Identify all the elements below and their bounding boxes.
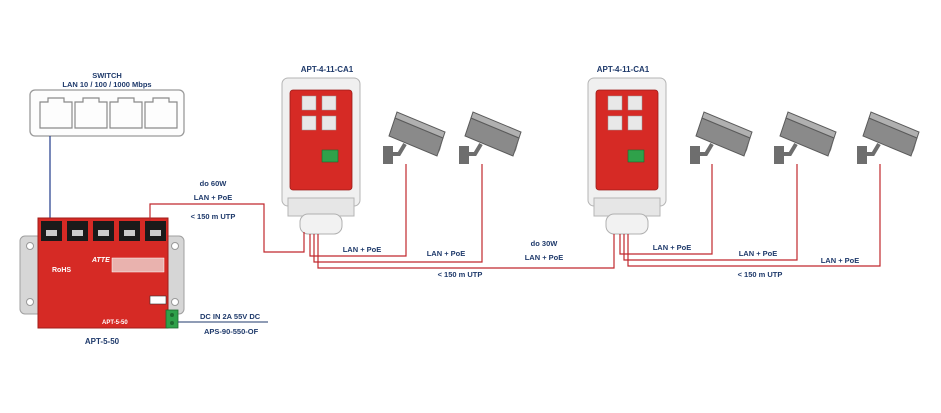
- cctv-camera-icon: [772, 110, 838, 166]
- power-supply-model: APS-90-550-OF: [204, 327, 259, 336]
- link2-distance: < 150 m UTP: [438, 270, 483, 279]
- rohs-label: RoHS: [52, 267, 71, 274]
- switch: SWITCH LAN 10 / 100 / 1000 Mbps: [29, 71, 185, 137]
- extender-left-name: APT-4-11-CA1: [301, 65, 354, 74]
- right-cam2-link: LAN + PoE: [739, 249, 778, 258]
- link2-power: do 30W: [531, 239, 559, 248]
- injector-board-text: APT-5-50: [102, 320, 128, 326]
- cctv-camera-icon: [381, 110, 447, 166]
- switch-subtitle: LAN 10 / 100 / 1000 Mbps: [62, 80, 151, 89]
- extender-right: APT-4-11-CA1: [587, 65, 667, 235]
- right-cam3-link: LAN + PoE: [821, 256, 860, 265]
- rj45-port-icon: [39, 97, 178, 129]
- cctv-camera-icon: [688, 110, 754, 166]
- extender-right-name: APT-4-11-CA1: [597, 65, 650, 74]
- link1-distance: < 150 m UTP: [191, 212, 236, 221]
- dc-connector: [165, 309, 179, 329]
- link1-signal: LAN + PoE: [194, 193, 233, 202]
- left-cam1-link: LAN + PoE: [343, 245, 382, 254]
- left-cam2-link: LAN + PoE: [427, 249, 466, 258]
- cctv-camera-icon: [855, 110, 921, 166]
- link2-signal: LAN + PoE: [525, 253, 564, 262]
- right-cam1-link: LAN + PoE: [653, 243, 692, 252]
- injector: RoHS ATTE APT-5-50 APT-5-50: [19, 217, 185, 346]
- poe-cables: [149, 164, 881, 269]
- right-distance: < 150 m UTP: [738, 270, 783, 279]
- brand-logo: ATTE: [91, 257, 110, 264]
- extender-left: APT-4-11-CA1: [281, 65, 361, 235]
- switch-title: SWITCH: [92, 71, 122, 80]
- cctv-camera-icon: [457, 110, 523, 166]
- dc-input-label: DC IN 2A 55V DC: [200, 312, 261, 321]
- injector-name: APT-5-50: [85, 337, 120, 346]
- link1-power: do 60W: [200, 179, 228, 188]
